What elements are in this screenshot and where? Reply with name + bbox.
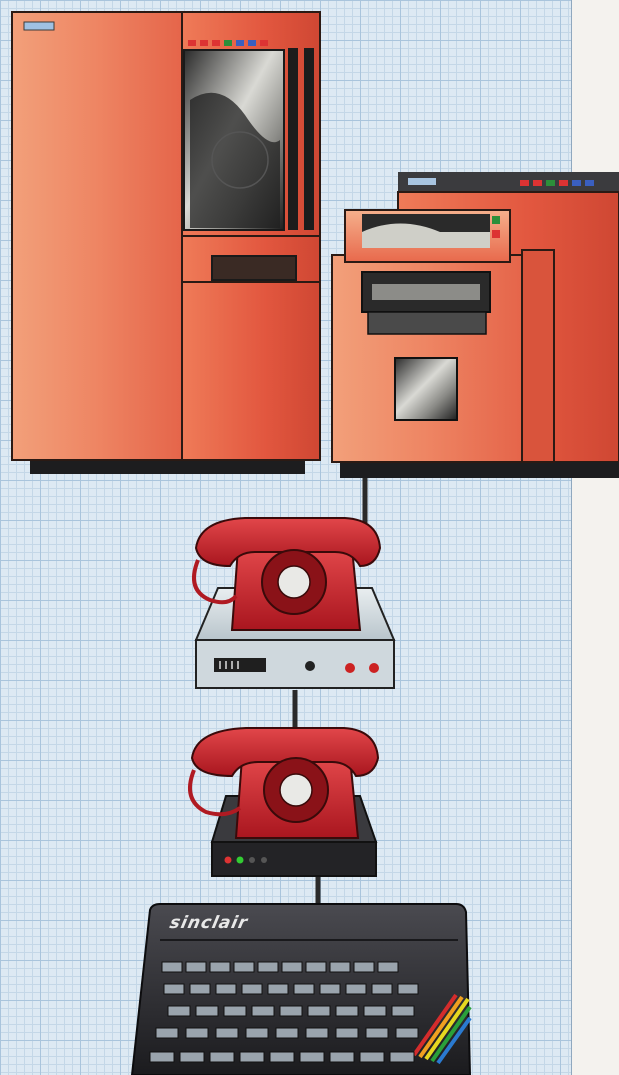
cabinet-left-panel [12,12,182,460]
printer-side [522,250,554,462]
keyboard-brand-logo: sinclair [168,913,292,933]
printer-platen [372,284,480,300]
printer-base [340,462,619,478]
cabinet-indicator-lights [188,40,268,46]
cabinet-slot-b [304,48,314,230]
printer-tray [368,312,486,334]
cabinet-handle [212,256,296,280]
printer-window [395,358,457,420]
mainframe-cabinet [12,12,320,474]
cabinet-slot-a [288,48,298,230]
line-printer [332,172,619,478]
cabinet-badge [24,22,54,30]
